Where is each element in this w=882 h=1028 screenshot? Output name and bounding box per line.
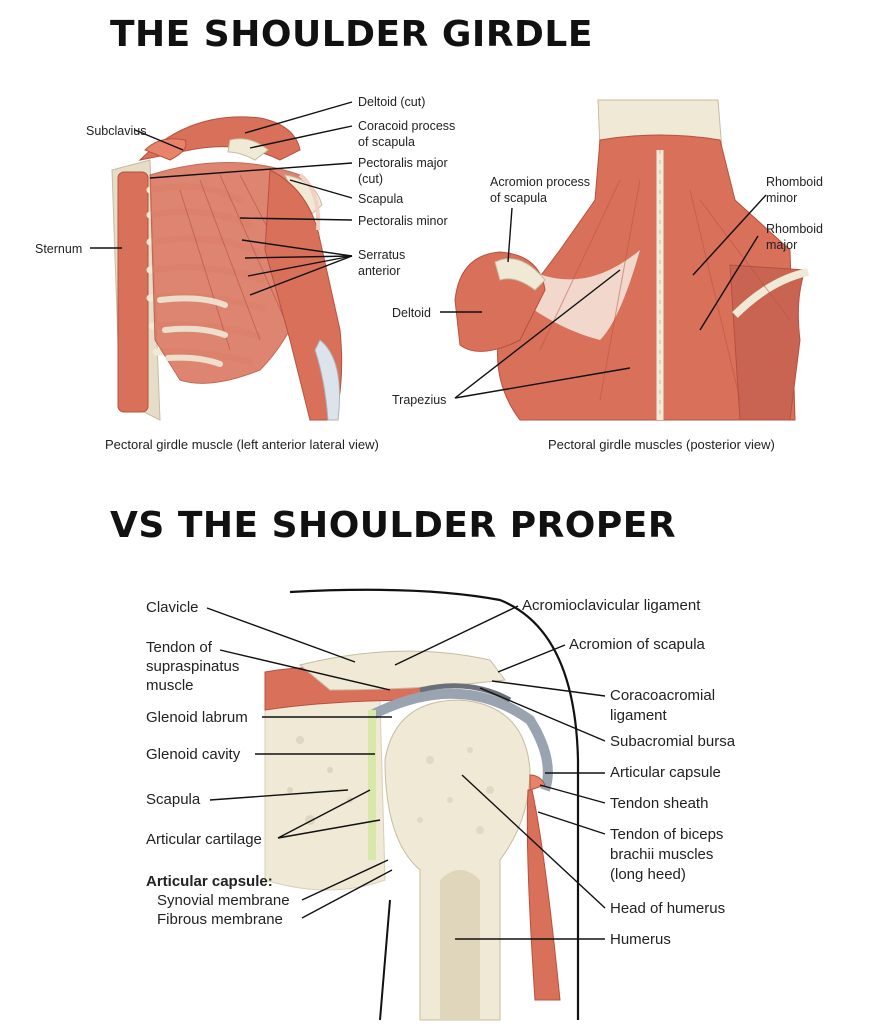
label-pec-major-1: Pectoralis major xyxy=(358,156,448,170)
label-coraco-2: ligament xyxy=(610,707,668,724)
subacromial-bursa xyxy=(419,683,512,703)
sternum-muscle-strip xyxy=(117,171,149,413)
coracoid-process xyxy=(227,138,269,161)
capsule-band xyxy=(369,688,553,792)
label-serratus-2: anterior xyxy=(358,264,400,278)
label-scapula-ant: Scapula xyxy=(358,192,403,206)
label-acromion-2: of scapula xyxy=(490,191,547,205)
label-pec-major-2: (cut) xyxy=(358,172,383,186)
label-coracoid-1: Coracoid process xyxy=(358,119,455,133)
label-subclavius: Subclavius xyxy=(86,124,146,138)
trapezius-tendon xyxy=(520,250,640,340)
heading-shoulder-girdle: THE SHOULDER GIRDLE xyxy=(110,14,593,55)
label-bursa: Subacromial bursa xyxy=(610,733,736,750)
anterior-view-illustration xyxy=(111,116,343,421)
posterior-view-illustration xyxy=(454,99,809,421)
label-coraco-1: Coracoacromial xyxy=(610,687,715,704)
label-supra-3: muscle xyxy=(146,677,194,694)
label-trapezius: Trapezius xyxy=(392,393,446,407)
label-labrum: Glenoid labrum xyxy=(146,709,248,726)
label-rh-minor-1: Rhomboid xyxy=(766,175,823,189)
label-rh-major-1: Rhomboid xyxy=(766,222,823,236)
label-capsule-head: Articular capsule: xyxy=(146,873,273,890)
label-synovial: Synovial membrane xyxy=(157,892,290,909)
label-sheath: Tendon sheath xyxy=(610,795,708,812)
label-deltoid-cut: Deltoid (cut) xyxy=(358,95,425,109)
heading-shoulder-proper: VS THE SHOULDER PROPER xyxy=(110,505,677,546)
label-biceps-1: Tendon of biceps xyxy=(610,826,723,843)
posterior-labels: Acromion process of scapula Rhomboid min… xyxy=(392,175,823,452)
label-biceps-3: (long heed) xyxy=(610,866,686,883)
acromion-process xyxy=(494,258,546,291)
anterior-leader-lines xyxy=(90,101,353,296)
label-pec-minor: Pectoralis minor xyxy=(358,214,448,228)
joint-illustration xyxy=(264,588,580,1021)
label-sternum: Sternum xyxy=(35,242,82,256)
tendon-sheath xyxy=(529,774,546,791)
caption-posterior: Pectoral girdle muscles (posterior view) xyxy=(548,437,775,452)
caption-anterior: Pectoral girdle muscle (left anterior la… xyxy=(105,437,379,452)
scapula-bone xyxy=(264,694,386,891)
label-acromion-joint: Acromion of scapula xyxy=(569,636,706,653)
label-scapula-joint: Scapula xyxy=(146,791,201,808)
medullary-cavity xyxy=(440,870,480,1020)
label-acromion-1: Acromion process xyxy=(490,175,590,189)
arm-tendon xyxy=(314,339,341,421)
skin-outline xyxy=(289,588,580,1020)
label-clavicle: Clavicle xyxy=(146,599,199,616)
label-supra-1: Tendon of xyxy=(146,639,213,656)
label-ac-lig: Acromioclavicular ligament xyxy=(522,597,701,614)
label-rh-minor-2: minor xyxy=(766,191,797,205)
anterior-labels: Deltoid (cut) Coracoid process of scapul… xyxy=(35,95,455,452)
label-serratus-1: Serratus xyxy=(358,248,405,262)
label-biceps-2: brachii muscles xyxy=(610,846,713,863)
acromion-bone xyxy=(298,650,506,691)
posterior-leader-lines xyxy=(440,194,767,399)
scapula-spine-right xyxy=(732,268,809,318)
label-head: Head of humerus xyxy=(610,900,725,917)
joint-labels: Clavicle Tendon of supraspinatus muscle … xyxy=(146,597,736,948)
joint-leader-lines xyxy=(206,605,606,940)
label-humerus: Humerus xyxy=(610,931,671,948)
label-art-capsule: Articular capsule xyxy=(610,764,721,781)
label-supra-2: supraspinatus xyxy=(146,658,239,675)
subclavius-muscle xyxy=(144,138,187,161)
label-rh-major-2: major xyxy=(766,238,797,252)
biceps-muscle xyxy=(526,789,561,1001)
label-deltoid-post: Deltoid xyxy=(392,306,431,320)
label-coracoid-2: of scapula xyxy=(358,135,415,149)
label-fibrous: Fibrous membrane xyxy=(157,911,283,928)
label-cartilage: Articular cartilage xyxy=(146,831,262,848)
label-cavity: Glenoid cavity xyxy=(146,746,241,763)
